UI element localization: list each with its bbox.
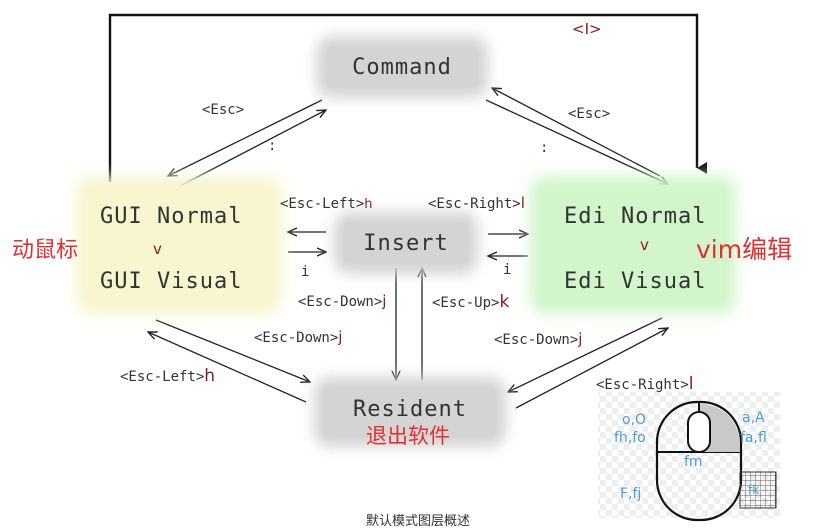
- diagram-caption: 默认模式图层概述: [365, 514, 470, 529]
- gui-normal-label: GUI Normal: [100, 204, 243, 229]
- node-resident: Resident: [324, 387, 496, 437]
- mouse-label-top-left: o,O: [622, 412, 647, 428]
- mouse-label-top-left-2: fh,fo: [614, 430, 646, 446]
- mouse-label-middle: fm: [684, 454, 703, 470]
- arrow-gui-to-resident: [155, 319, 310, 382]
- node-gui: GUI Normal GUI Visual: [86, 186, 272, 304]
- node-command-label: Command: [352, 54, 452, 80]
- mouse-label-top-right: a,A: [742, 410, 765, 426]
- edge-label-i-right: i: [503, 262, 512, 278]
- mouse-label-bottom-left: F,fj: [620, 486, 642, 502]
- node-edi: Edi Normal Edi Visual: [540, 186, 726, 304]
- edge-label-esc-up-mid: <Esc-Up>k: [432, 292, 510, 312]
- node-insert-label: Insert: [363, 230, 449, 256]
- node-resident-label: Resident: [353, 397, 467, 422]
- gui-description: 动鼠标: [12, 238, 79, 263]
- edi-normal-label: Edi Normal: [564, 204, 707, 229]
- mouse-label-top-right-2: fa,fl: [740, 430, 767, 446]
- edge-label-esc-down-left: <Esc-Down>j: [254, 328, 343, 346]
- edge-key-l: l: [520, 194, 525, 212]
- edge-label-esc-right-bottom: <Esc-Right>l: [596, 374, 694, 394]
- edge-label-colon-left: :: [268, 138, 277, 154]
- edge-label-esc-down-right: <Esc-Down>j: [494, 330, 583, 348]
- arrow-gui-to-command: [179, 110, 326, 187]
- loop-arrow-gui-to-edi: [108, 13, 707, 182]
- arrow-resident-to-edi: [515, 328, 668, 409]
- arrow-edi-to-resident: [508, 317, 663, 392]
- edge-label-esc-left: <Esc-Left>h: [280, 196, 373, 212]
- edge-label-i-left: i: [301, 264, 310, 280]
- edi-description: vim编辑: [696, 235, 793, 264]
- edi-visual-label: Edi Visual: [564, 269, 707, 294]
- arrow-command-to-gui: [168, 99, 323, 176]
- edge-key-h: h: [364, 197, 373, 212]
- arrow-resident-to-gui: [148, 332, 307, 403]
- edge-label-esc-down-mid: <Esc-Down>j: [298, 292, 387, 310]
- edge-label-esc-right: <Esc-Right>l: [428, 194, 525, 212]
- grid-icon: [739, 471, 777, 509]
- edge-label-esc-top-right: <Esc>: [568, 106, 611, 122]
- edge-label-colon-right: :: [540, 140, 549, 156]
- mouse-label-bottom-right: fk: [748, 483, 760, 497]
- node-command: Command: [326, 46, 478, 88]
- node-insert: Insert: [344, 222, 468, 264]
- edge-label-esc-top-left: <Esc>: [202, 102, 245, 118]
- mouse-body-icon: [655, 400, 743, 522]
- gui-visual-label: GUI Visual: [100, 269, 243, 294]
- arrow-command-to-edi: [485, 99, 668, 184]
- edge-label-esc-left-bottom: <Esc-Left>h: [120, 366, 216, 386]
- resident-description: 退出软件: [366, 424, 450, 448]
- edge-label-top-i: <I>: [572, 20, 602, 38]
- edi-v-key: v: [640, 236, 649, 254]
- mouse-illustration: [598, 392, 780, 522]
- arrow-edi-to-command: [492, 88, 661, 177]
- gui-v-key: v: [153, 240, 162, 258]
